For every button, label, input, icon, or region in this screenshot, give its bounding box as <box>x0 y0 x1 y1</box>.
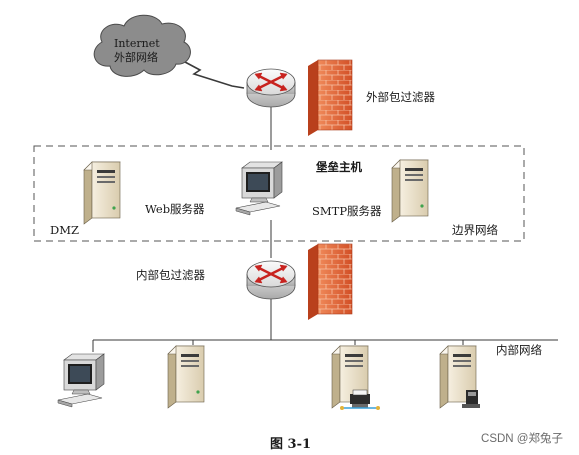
bastion-host-computer-icon <box>235 161 283 216</box>
outer-router-icon <box>245 67 297 109</box>
perimeter-network-label: 边界网络 <box>452 223 498 237</box>
watermark: CSDN @郑兔子 <box>481 433 563 445</box>
dmz-label: DMZ <box>50 223 79 237</box>
internet-label: Internet <box>114 37 160 50</box>
internal-network-label: 内部网络 <box>496 343 542 357</box>
internal-backup-server-icon <box>439 345 480 409</box>
external-network-label: 外部网络 <box>114 51 158 64</box>
inner-filter-label: 内部包过滤器 <box>136 268 205 282</box>
inner-router-icon <box>245 259 297 301</box>
web-server-icon <box>83 161 121 225</box>
smtp-server-label: SMTP服务器 <box>312 204 382 218</box>
internet-cloud-icon <box>93 14 191 77</box>
connection-lines <box>92 61 558 352</box>
internal-workstation-icon <box>57 353 105 408</box>
web-server-label: Web服务器 <box>145 202 205 216</box>
internal-server-icon <box>167 345 205 409</box>
outer-firewall-icon <box>307 59 353 137</box>
internal-print-server-icon <box>331 345 380 410</box>
perimeter-network-boundary <box>33 145 525 242</box>
outer-filter-label: 外部包过滤器 <box>366 90 435 104</box>
inner-firewall-icon <box>307 243 353 321</box>
bastion-host-label: 堡垒主机 <box>316 160 362 174</box>
smtp-server-icon <box>391 159 429 223</box>
figure-caption: 图 3-1 <box>270 437 312 452</box>
